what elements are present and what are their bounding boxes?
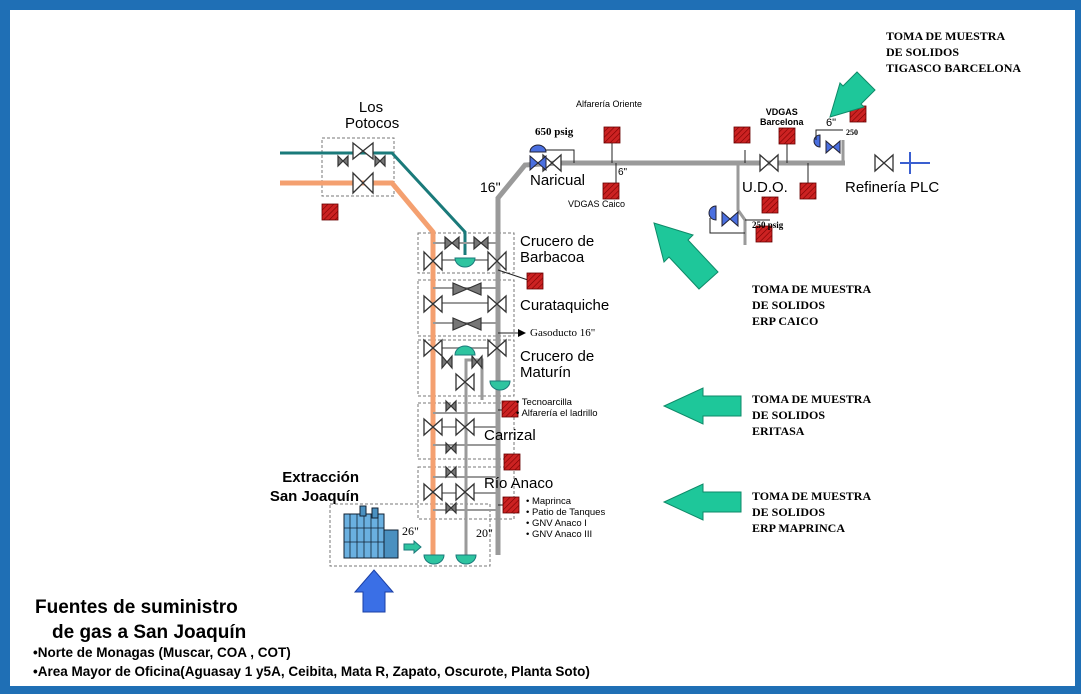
- supply-up-arrow: [353, 569, 395, 613]
- footer-bullet-2: •Area Mayor de Oficina(Aguasay 1 y5A, Ce…: [33, 664, 590, 679]
- pressure-650-label: 650 psig: [535, 126, 574, 138]
- crucero-barbacoa-label: Crucero de Barbacoa: [520, 233, 595, 266]
- footer-bullet-1: •Norte de Monagas (Muscar, COA , COT): [33, 645, 291, 660]
- frame-top-border: [0, 0, 1081, 10]
- pipe-size-16-label: 16": [480, 179, 501, 195]
- curataquiche-box: [417, 279, 515, 337]
- list-item: GNV Anaco III: [526, 529, 605, 540]
- footer-heading-2: de gas a San Joaquín: [52, 622, 247, 643]
- sampling-note-eritasa: TOMA DE MUESTRA DE SOLIDOS ERITASA: [752, 392, 872, 438]
- sampling-note-maprinca: TOMA DE MUESTRA DE SOLIDOS ERP MAPRINCA: [752, 489, 872, 535]
- frame-left-border: [0, 0, 10, 694]
- udo-label: U.D.O.: [742, 179, 788, 196]
- naricual-label: Naricual: [530, 172, 586, 189]
- valve-group: [352, 141, 894, 502]
- regulator-650: [529, 144, 575, 172]
- sampling-points: [321, 105, 867, 514]
- regulator-250-barcelona: [813, 129, 843, 155]
- extraction-plant-icon: [343, 505, 399, 559]
- regulator-250-udo: [708, 205, 745, 234]
- pipe-size-6-label: 6": [618, 167, 628, 178]
- los-potocos-box: [321, 137, 395, 197]
- gray-trunk-pipeline: [495, 160, 845, 555]
- list-item: Tecnoarcilla: [516, 397, 598, 408]
- footer-heading-1: Fuentes de suministro: [35, 597, 238, 618]
- list-item: Alfarería el ladrillo: [516, 408, 597, 419]
- consumer-list-anaco: Maprinca Patio de Tanques GNV Anaco I GN…: [526, 496, 605, 540]
- vdgas-barcelona-label: VDGAS Barcelona: [760, 107, 804, 127]
- pipe-size-26-label: 26": [402, 524, 419, 538]
- frame-right-border: [1075, 0, 1081, 694]
- pressure-250a-label: 250: [846, 128, 858, 137]
- pipe-size-6b-label: 6": [826, 117, 837, 129]
- teal-pipeline: [280, 151, 467, 255]
- refineria-label: Refinería PLC: [845, 179, 940, 196]
- orange-pipeline: [280, 180, 436, 555]
- curataquiche-label: Curataquiche: [520, 297, 610, 314]
- list-item: GNV Anaco I: [526, 518, 605, 529]
- consumer-list-carrizal: Tecnoarcilla Alfarería el ladrillo: [516, 397, 598, 419]
- gasoducto-label: Gasoducto 16": [530, 327, 596, 339]
- alfareria-oriente-label: Alfarería Oriente: [576, 99, 643, 109]
- sampling-note-tigasco: TOMA DE MUESTRA DE SOLIDOS TIGASCO BARCE…: [886, 29, 1022, 75]
- carrizal-label: Carrizal: [484, 427, 536, 444]
- crucero-maturin-label: Crucero de Maturín: [520, 348, 595, 381]
- list-item: Maprinca: [526, 496, 605, 507]
- extraccion-label: Extracción San Joaquín: [269, 469, 359, 505]
- extraccion-box: [329, 503, 491, 567]
- sampling-arrows: [653, 71, 876, 521]
- los-potocos-label: Los Potocos: [345, 99, 400, 132]
- pipe-size-20-label: 20": [476, 526, 493, 540]
- pressure-250b-label: 250 psig: [752, 220, 784, 230]
- sampling-note-caico: TOMA DE MUESTRA DE SOLIDOS ERP CAICO: [752, 282, 872, 328]
- list-item: Patio de Tanques: [526, 507, 605, 518]
- rio-anaco-label: Río Anaco: [484, 475, 554, 492]
- vdgas-caico-label: VDGAS Caico: [568, 199, 626, 209]
- frame-bottom-border: [0, 686, 1081, 694]
